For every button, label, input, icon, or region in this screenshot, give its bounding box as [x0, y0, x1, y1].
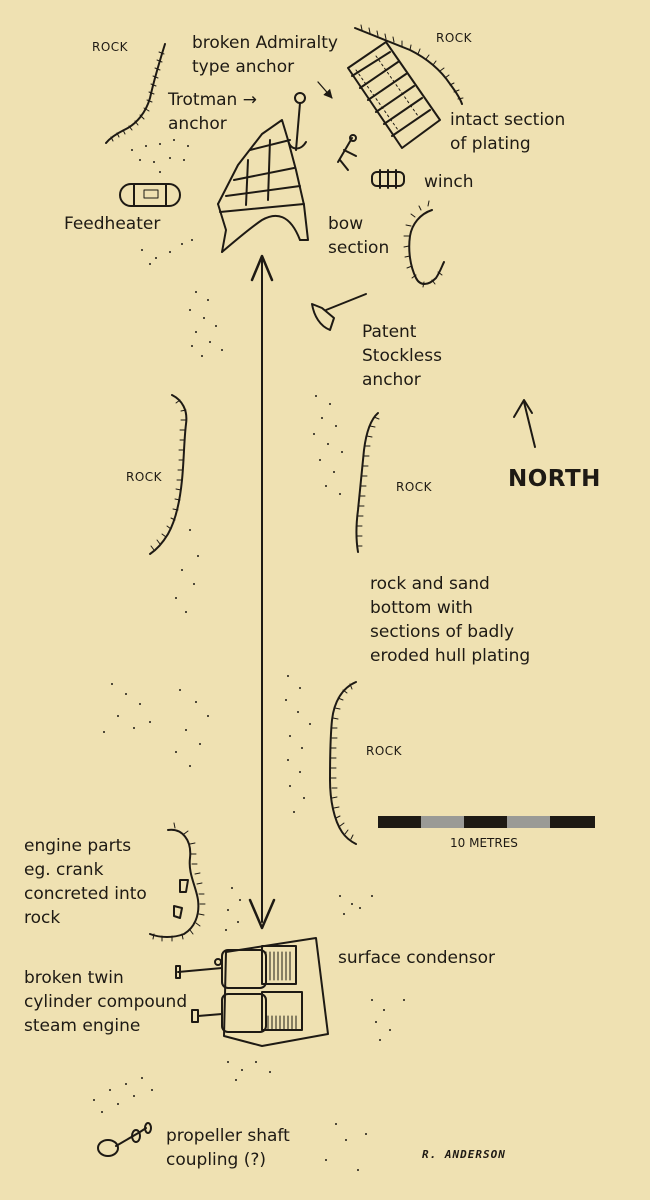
trotman-pointer-arrow [317, 81, 333, 99]
rock-outline-top-left [105, 43, 166, 144]
broken-anchor-drawing [337, 134, 357, 171]
patent-anchor-icon [311, 293, 367, 331]
author-signature: R. ANDERSON [422, 1148, 506, 1161]
scale-bar [378, 816, 595, 828]
rock-label-top-right: ROCK [436, 31, 473, 45]
winch-icon [371, 169, 405, 189]
bow-section-drawing [217, 119, 309, 253]
propeller-coupling-label: propeller shaft coupling (?) [166, 1126, 290, 1170]
rock-label-mid-right: ROCK [396, 480, 433, 494]
rock-outline-engine-parts [149, 822, 206, 942]
north-label: NORTH [508, 466, 601, 492]
scale-bar-segment [550, 816, 595, 828]
trotman-anchor-label: Trotman → anchor [168, 90, 257, 134]
axis-arrow-bottom [248, 898, 276, 930]
surface-condensor-label: surface condensor [338, 948, 496, 968]
anchor-icon [287, 92, 307, 151]
rock-outline-mid-right [355, 412, 380, 553]
intact-plating-drawing [347, 41, 441, 149]
engine-fragments-drawing [173, 879, 189, 919]
rock-outline-lower [329, 681, 357, 845]
rock-outline-near-bow [403, 200, 445, 288]
winch-label: winch [424, 172, 474, 192]
rock-label-mid-left: ROCK [126, 470, 163, 484]
scale-bar-segment [464, 816, 507, 828]
intact-plating-label: intact section of plating [450, 110, 566, 154]
rock-outline-top-right [354, 24, 464, 105]
rock-label-lower: ROCK [366, 744, 403, 758]
north-arrow-icon [513, 399, 536, 448]
scale-bar-segment [378, 816, 421, 828]
patent-anchor-label: Patent Stockless anchor [362, 322, 442, 390]
sand-stipple-areas [93, 139, 405, 1171]
broken-anchor-label: broken Admiralty type anchor [192, 33, 338, 77]
scale-bar-segment [507, 816, 550, 828]
rock-label-top-left: ROCK [92, 40, 129, 54]
scale-bar-segment [421, 816, 464, 828]
rock-outline-mid-left [149, 394, 188, 555]
feedheater-icon [119, 183, 181, 207]
scale-label: 10 METRES [450, 836, 518, 850]
feedheater-label: Feedheater [64, 214, 161, 234]
steam-engine-label: broken twin cylinder compound steam engi… [24, 968, 188, 1036]
propeller-coupling-icon [97, 1122, 152, 1157]
engine-parts-label: engine parts eg. crank concreted into ro… [24, 836, 147, 928]
rock-sand-bottom-label: rock and sand bottom with sections of ba… [370, 574, 531, 666]
steam-engine-icon [175, 937, 329, 1047]
axis-arrow-top [250, 254, 274, 282]
bow-section-label: bow section [328, 214, 390, 258]
